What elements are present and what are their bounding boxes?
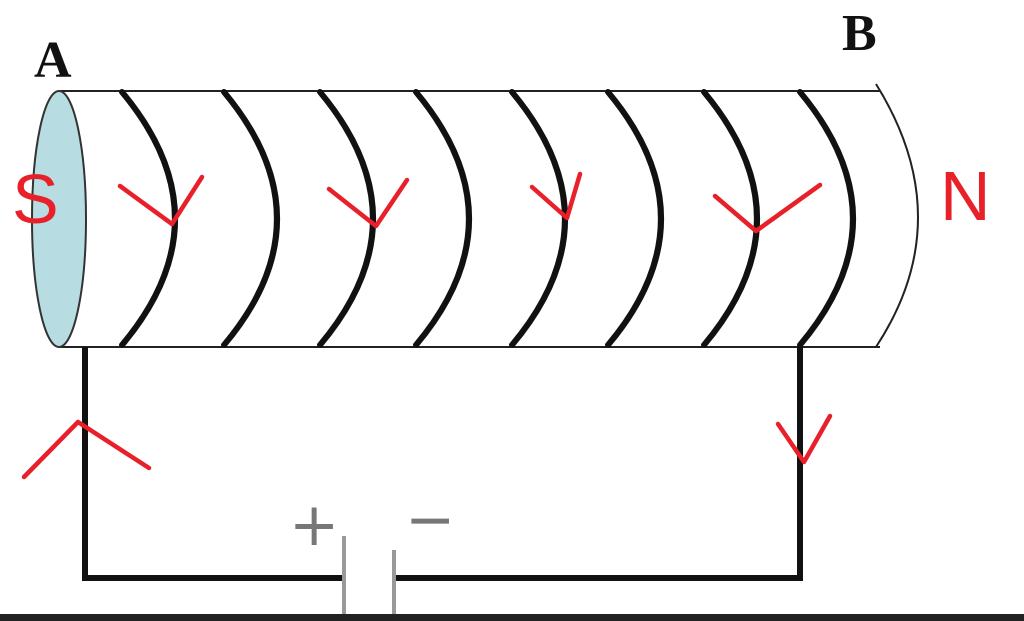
arrow-mark: [21, 419, 152, 480]
arrow-mark: [117, 174, 205, 227]
solenoid-right-end: [875, 83, 919, 348]
coil-turn: [509, 89, 568, 348]
arrow-mark: [775, 413, 833, 465]
battery-negative-sign: −: [405, 485, 455, 555]
end-label-b: B: [842, 5, 877, 62]
pole-label-s: S: [12, 160, 59, 238]
coil-turn: [701, 89, 760, 348]
arrow-mark: [529, 171, 583, 221]
coil-turn: [221, 89, 280, 348]
coil-turn: [797, 89, 856, 348]
arrow-mark: [712, 182, 823, 234]
arrow-mark: [326, 177, 410, 229]
battery-positive-sign: +: [289, 490, 339, 560]
end-label-a: A: [34, 32, 72, 89]
current-direction-arrows: [21, 171, 833, 480]
solenoid-left-end-face: [31, 90, 87, 348]
battery-gap: [346, 560, 392, 600]
pole-label-n: N: [940, 157, 991, 235]
coil-turn: [605, 89, 664, 348]
right-wire: [394, 347, 803, 581]
bottom-border: [0, 614, 1024, 621]
coil-turn: [317, 89, 376, 348]
solenoid-body: [31, 83, 919, 348]
battery: + −: [289, 485, 455, 621]
coil-turn: [413, 89, 472, 348]
